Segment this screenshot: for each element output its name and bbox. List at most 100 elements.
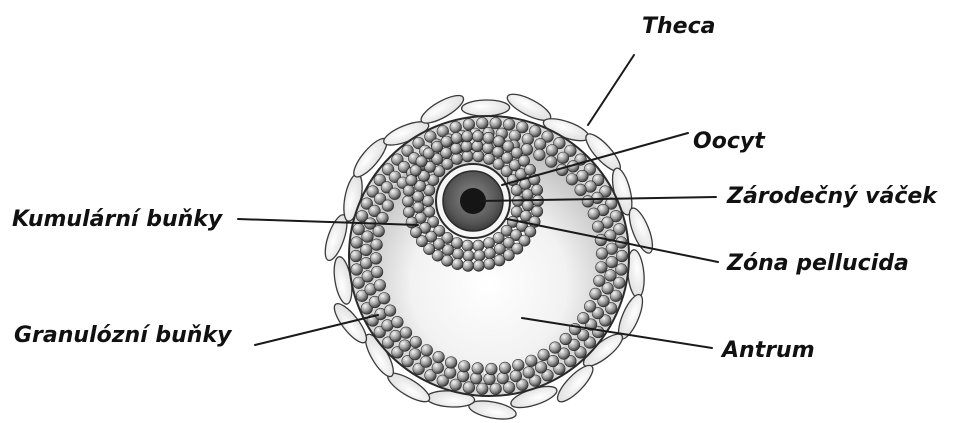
granulosa-cell (557, 152, 569, 164)
granulosa-cell (351, 237, 363, 249)
granulosa-cell (382, 200, 394, 212)
granulosa-cell (560, 333, 572, 345)
cumulus-cell (451, 153, 462, 164)
granulosa-cell (534, 138, 546, 150)
granulosa-cell (477, 383, 489, 395)
granulosa-cell (490, 383, 502, 395)
granulosa-cell (523, 367, 535, 379)
granulosa-cell (389, 188, 401, 200)
granulosa-cell (590, 288, 602, 300)
granulosa-cell (350, 250, 362, 262)
granulosa-cell (546, 145, 558, 157)
cumulus-cell (461, 141, 472, 152)
granulosa-cell (535, 362, 547, 374)
granulosa-cell (526, 355, 538, 367)
cumulus-cell (484, 248, 495, 259)
granulosa-cell (378, 293, 390, 305)
cumulus-cell (474, 250, 485, 261)
granulosa-cell (374, 280, 386, 292)
granulosa-cell (377, 212, 389, 224)
cumulus-cell (452, 259, 463, 270)
label-granulozni-bunky: Granulózní buňky (14, 323, 233, 348)
granulosa-cell (421, 345, 433, 357)
granulosa-cell (522, 134, 534, 146)
label-zona-pellucida: Zóna pellucida (726, 251, 909, 276)
granulosa-cell (392, 316, 404, 328)
cumulus-cell (463, 250, 474, 261)
cumulus-cell (482, 143, 493, 154)
label-theca: Theca (642, 14, 715, 39)
granulosa-cell (497, 372, 509, 384)
granulosa-cell (596, 248, 608, 260)
cumulus-cell (451, 133, 462, 144)
label-antrum: Antrum (720, 338, 815, 363)
cumulus-cell (452, 248, 463, 259)
granulosa-cell (499, 362, 511, 374)
cumulus-cell (462, 240, 473, 251)
cumulus-cell (473, 260, 484, 271)
cumulus-cell (484, 258, 495, 269)
granulosa-cell (490, 117, 502, 129)
cumulus-cell (532, 184, 543, 195)
granulosa-cell (458, 361, 470, 373)
granulosa-cell (373, 225, 385, 237)
granulosa-cell (578, 312, 590, 324)
granulosa-cell (433, 351, 445, 363)
granulosa-cell (588, 208, 600, 220)
granulosa-cell (596, 262, 608, 274)
granulosa-cell (549, 342, 561, 354)
granulosa-cell (594, 275, 606, 287)
cumulus-cell (494, 255, 505, 266)
granulosa-cell (595, 234, 607, 246)
cumulus-cell (462, 131, 473, 142)
cumulus-cell (483, 132, 494, 143)
granulosa-cell (370, 253, 382, 265)
cumulus-cell (451, 143, 462, 154)
cumulus-cell (472, 141, 483, 152)
cumulus-cell (472, 131, 483, 142)
granulosa-cell (566, 174, 578, 186)
granulosa-cell (472, 363, 484, 375)
granulosa-cell (510, 370, 522, 382)
theca-cell (461, 99, 509, 116)
label-zarodecny-vacek: Zárodečný váček (726, 184, 938, 209)
granulosa-cell (445, 357, 457, 369)
granulosa-cell (432, 362, 444, 374)
cumulus-cell (462, 260, 473, 271)
cumulus-cell (462, 151, 473, 162)
granulosa-cell (400, 327, 412, 339)
granulosa-cell (399, 340, 411, 352)
granulosa-cell (371, 239, 383, 251)
granulosa-cell (420, 356, 432, 368)
cumulus-cell (473, 151, 484, 162)
granulosa-cell (477, 117, 489, 129)
granulosa-cell (575, 184, 587, 196)
cumulus-cell (406, 217, 417, 228)
granulosa-cell (606, 256, 618, 268)
granulosa-cell (521, 144, 533, 156)
granulosa-cell (484, 373, 496, 385)
granulosa-cell (616, 264, 628, 276)
cumulus-cell (403, 185, 414, 196)
label-kumularni-bunky: Kumulární buňky (12, 207, 224, 232)
granulosa-cell (513, 359, 525, 371)
cumulus-cell (441, 136, 452, 147)
cumulus-cell (532, 206, 543, 217)
granulosa-cell (384, 305, 396, 317)
cumulus-cell (403, 206, 414, 217)
granulosa-cell (538, 349, 550, 361)
cumulus-cell (473, 240, 484, 251)
granulosa-cell (444, 367, 456, 379)
granulosa-cell (545, 156, 557, 168)
label-oocyt: Oocyt (693, 129, 766, 154)
granulosa-cell (360, 244, 372, 256)
granulosa-cell (616, 250, 628, 262)
cumulus-cell (402, 196, 413, 207)
granulosa-cell (410, 336, 422, 348)
granulosa-cell (371, 266, 383, 278)
granulosa-cell (605, 270, 617, 282)
cumulus-cell (483, 238, 494, 249)
granulosa-cell (577, 170, 589, 182)
granulosa-cell (534, 149, 546, 161)
leader-theca (588, 55, 634, 125)
